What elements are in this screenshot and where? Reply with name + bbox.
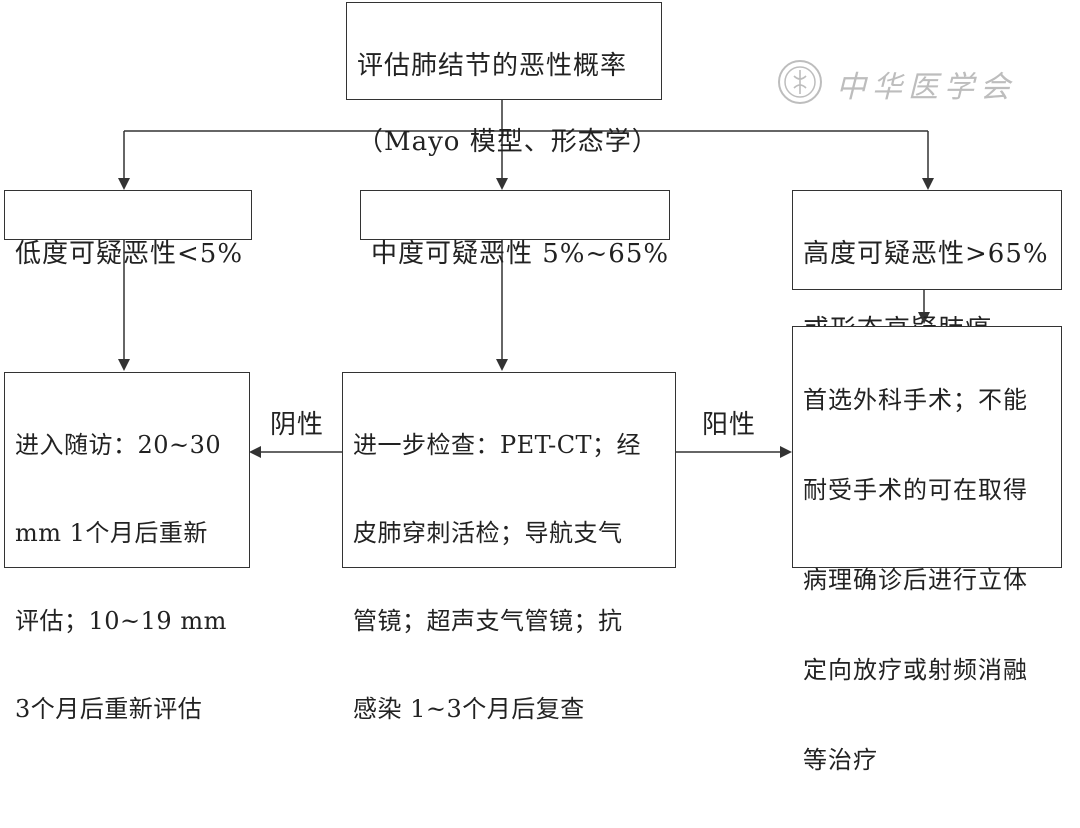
node-line: 皮肺穿刺活检；导航支气 [353, 519, 623, 547]
watermark-text: 中华医学会 [836, 70, 1016, 105]
node-line: 感染 1~3个月后复查 [353, 695, 585, 723]
node-line: 中度可疑恶性 5%~65% [371, 239, 670, 269]
emblem-seal-icon [776, 58, 824, 110]
edge-label-positive: 阳性 [702, 410, 757, 440]
node-line: 高度可疑恶性>65% [803, 239, 1049, 269]
node-line: 低度可疑恶性<5% [15, 239, 244, 269]
watermark: 中华医学会 [776, 58, 1016, 110]
node-line: 首选外科手术；不能 [803, 386, 1028, 414]
node-line: （Mayo 模型、形态学） [357, 127, 659, 157]
connector-lines [118, 100, 934, 458]
node-intermediate-suspicion: 中度可疑恶性 5%~65% [360, 190, 670, 269]
node-evaluate-malignancy: 评估肺结节的恶性概率 （Mayo 模型、形态学） [346, 2, 662, 157]
node-line: 进一步检查：PET-CT；经 [353, 431, 642, 459]
node-further-examination: 进一步检查：PET-CT；经 皮肺穿刺活检；导航支气 管镜；超声支气管镜；抗 感… [342, 372, 676, 723]
node-low-suspicion: 低度可疑恶性<5% [4, 190, 252, 269]
node-line: 耐受手术的可在取得 [803, 476, 1028, 504]
node-line: 等治疗 [803, 746, 878, 774]
node-line: 定向放疗或射频消融 [803, 656, 1028, 684]
node-surgery: 首选外科手术；不能 耐受手术的可在取得 病理确诊后进行立体 定向放疗或射频消融 … [792, 326, 1062, 774]
node-line: 病理确诊后进行立体 [803, 566, 1028, 594]
node-line: 管镜；超声支气管镜；抗 [353, 607, 623, 635]
edge-label-negative: 阴性 [270, 410, 325, 440]
node-line: mm 1个月后重新 [15, 519, 208, 547]
node-line: 评估肺结节的恶性概率 [357, 51, 628, 81]
node-high-suspicion: 高度可疑恶性>65% 或形态高疑肺癌 [792, 190, 1062, 345]
node-line: 评估；10~19 mm [15, 607, 227, 635]
node-follow-up: 进入随访：20~30 mm 1个月后重新 评估；10~19 mm 3个月后重新评… [4, 372, 250, 723]
node-line: 3个月后重新评估 [15, 695, 203, 723]
node-line: 进入随访：20~30 [15, 431, 222, 459]
